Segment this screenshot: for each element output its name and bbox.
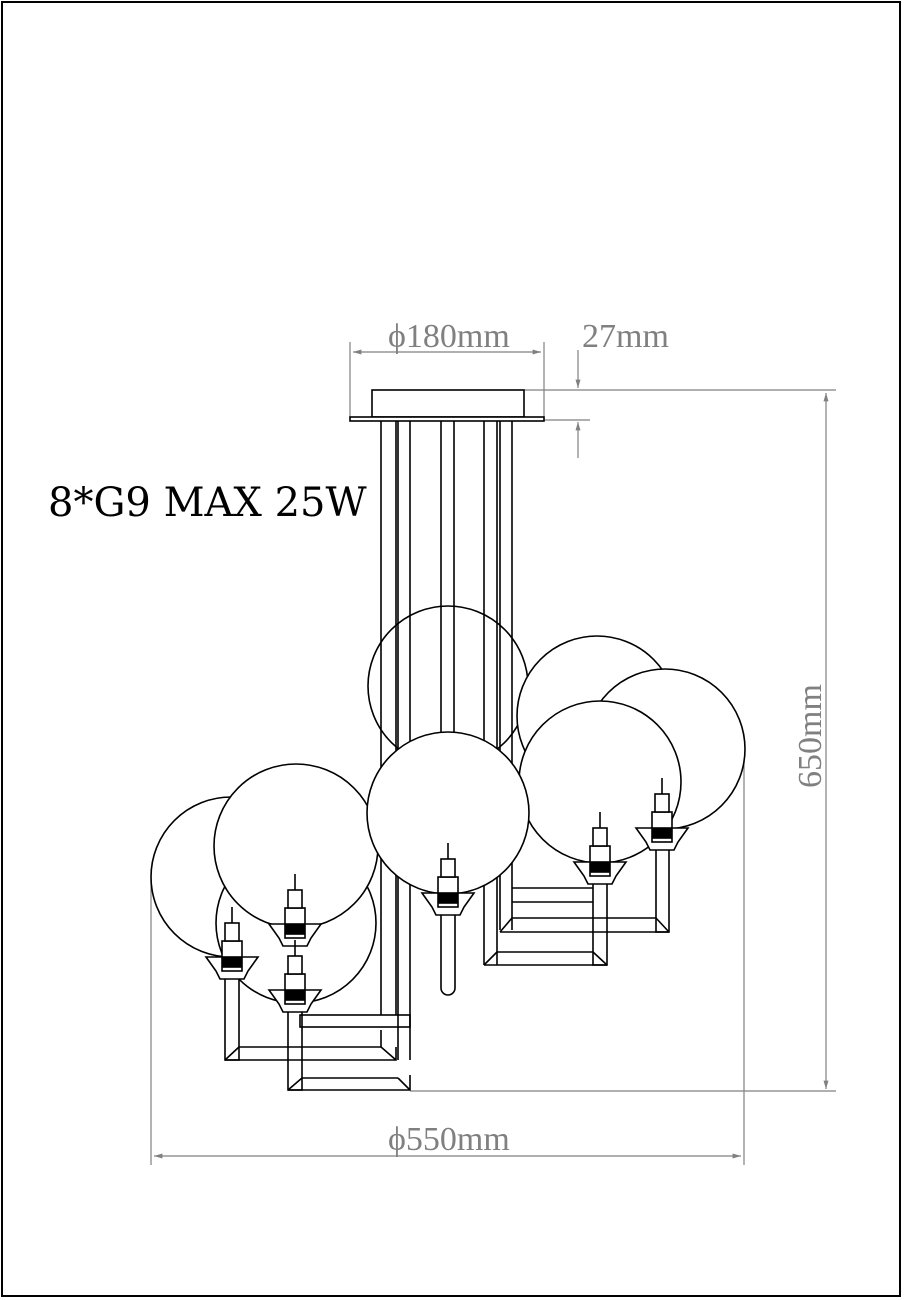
- arm-frames: [224, 834, 670, 1091]
- canopy-plate: [349, 416, 545, 422]
- g9-bulb-icon: [572, 812, 628, 885]
- overall-diameter-label: ϕ550mm: [388, 1121, 510, 1158]
- canopy: [371, 389, 525, 418]
- spec-label: 8*G9 MAX 25W: [48, 480, 367, 526]
- overall-height-label: 650mm: [792, 684, 829, 788]
- g9-bulb-icon: [267, 940, 323, 1013]
- canopy-diameter-label: ϕ180mm: [388, 318, 510, 355]
- g9-bulb-icon: [267, 874, 323, 947]
- chandelier-icon: [150, 389, 746, 1091]
- g9-bulb-icon: [634, 778, 690, 851]
- canopy-height-label: 27mm: [582, 318, 669, 355]
- g9-bulb-icon: [420, 843, 476, 916]
- g9-bulb-icon: [204, 907, 260, 980]
- dimension-lines: [150, 342, 836, 1165]
